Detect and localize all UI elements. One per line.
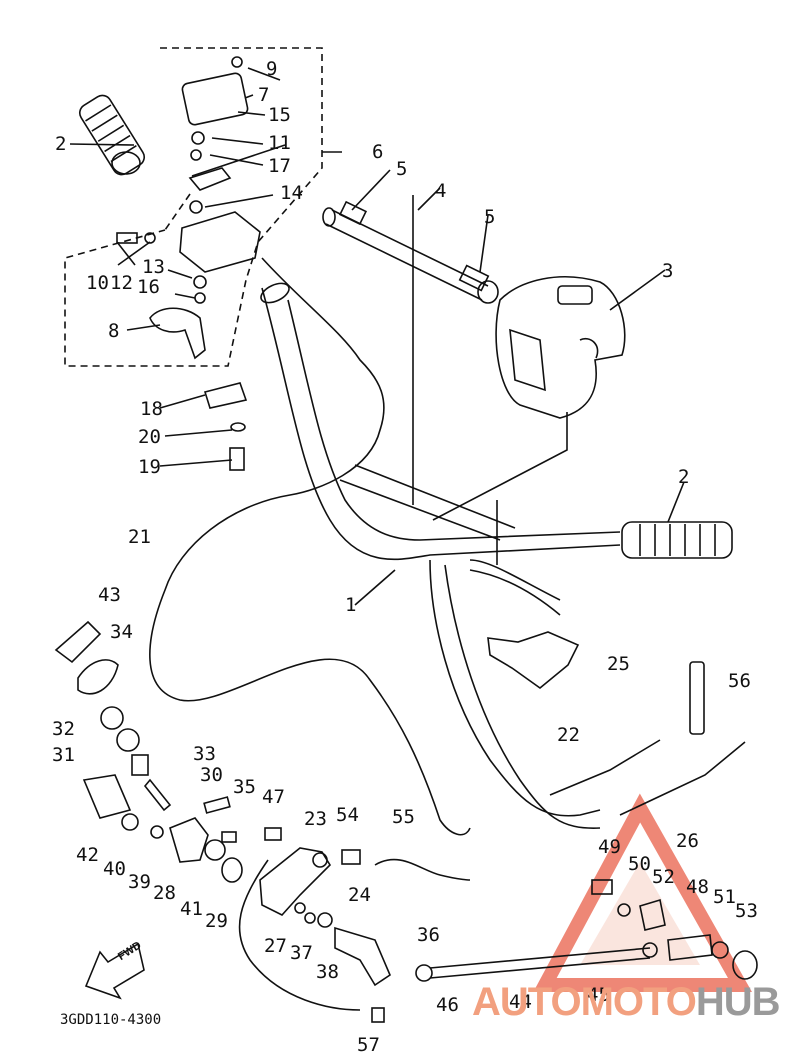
throttle-tube: [322, 200, 499, 304]
brake-cable-a: [429, 559, 601, 817]
master-cylinder-42: [82, 774, 132, 819]
callout-38: 38: [316, 961, 339, 983]
callout-26: 26: [676, 830, 699, 852]
callout-49: 49: [598, 836, 621, 858]
callout-19: 19: [138, 456, 161, 478]
brake-cable-b: [444, 564, 601, 829]
callout-1: 1: [345, 594, 357, 616]
rod-44: [429, 947, 651, 979]
shaft-36: [334, 926, 391, 987]
cable-22: [549, 739, 661, 796]
callout-24: 24: [348, 884, 371, 906]
switch-body: [179, 211, 261, 273]
callout-53: 53: [735, 900, 758, 922]
callout-57: 57: [357, 1034, 380, 1056]
callout-47: 47: [262, 786, 285, 808]
brake-switch: [487, 631, 580, 690]
callout-3: 3: [662, 260, 674, 282]
callout-15: 15: [268, 104, 291, 126]
callout-11: 11: [268, 132, 291, 154]
callout-45: 45: [587, 984, 610, 1006]
callout-46: 46: [436, 994, 459, 1016]
watermark-part-2: MOTO: [580, 980, 697, 1024]
callout-42: 42: [76, 844, 99, 866]
cable-26: [619, 741, 746, 816]
callout-2-right: 2: [678, 466, 690, 488]
callout-25: 25: [607, 653, 630, 675]
callout-36: 36: [417, 924, 440, 946]
callout-30: 30: [200, 764, 223, 786]
callout-50: 50: [628, 853, 651, 875]
callout-2-left: 2: [55, 133, 67, 155]
handlebar-cross-1: [339, 479, 501, 541]
callout-12: 12: [110, 272, 133, 294]
callout-35: 35: [233, 776, 256, 798]
callout-44: 44: [509, 991, 532, 1013]
callout-43: 43: [98, 584, 121, 606]
callout-5-left: 5: [396, 158, 408, 180]
watermark-part-3: HUB: [695, 980, 781, 1024]
callout-14: 14: [280, 182, 303, 204]
switch-cover: [181, 72, 249, 126]
cap-34: [77, 659, 119, 695]
callout-10: 10: [86, 272, 109, 294]
callout-6: 6: [372, 141, 384, 163]
lever-27: [259, 847, 332, 916]
callout-32: 32: [52, 718, 75, 740]
banjo-28: [169, 817, 209, 863]
callout-7: 7: [258, 84, 270, 106]
part-code: 3GDD110-4300: [60, 1012, 162, 1028]
watermark-part-1: AUTO: [472, 980, 582, 1024]
callout-5-right: 5: [484, 206, 496, 228]
callout-39: 39: [128, 871, 151, 893]
callout-55: 55: [392, 806, 415, 828]
callout-21: 21: [128, 526, 151, 548]
callout-16: 16: [137, 276, 160, 298]
callout-27: 27: [264, 935, 287, 957]
callout-48: 48: [686, 876, 709, 898]
choke-lever: [149, 307, 206, 360]
handlebar-lower: [287, 299, 621, 541]
callout-13: 13: [142, 256, 165, 278]
callout-20: 20: [138, 426, 161, 448]
callout-51: 51: [713, 886, 736, 908]
callout-37: 37: [290, 942, 313, 964]
callout-23: 23: [304, 808, 327, 830]
callout-9: 9: [266, 58, 278, 80]
callout-40: 40: [103, 858, 126, 880]
right-grip: [621, 521, 733, 559]
throttle-housing: [495, 276, 626, 419]
watermark-text: AUTOMOTOHUB: [472, 980, 781, 1025]
callout-56: 56: [728, 670, 751, 692]
callout-29: 29: [205, 910, 228, 932]
cable-29-lower: [238, 859, 361, 1011]
callout-22: 22: [557, 724, 580, 746]
handlebar-cross-2: [354, 464, 516, 529]
callout-28: 28: [153, 882, 176, 904]
callout-34: 34: [110, 621, 133, 643]
callout-18: 18: [140, 398, 163, 420]
callout-17: 17: [268, 155, 291, 177]
handlebar-end-left: [260, 282, 290, 304]
callout-8: 8: [108, 320, 120, 342]
cable-55: [374, 858, 471, 881]
cable-ends: [469, 559, 561, 616]
callout-4: 4: [435, 180, 447, 202]
callout-52: 52: [652, 866, 675, 888]
fwd-arrow: [84, 942, 145, 1000]
callout-54: 54: [336, 804, 359, 826]
callout-31: 31: [52, 744, 75, 766]
callout-33: 33: [193, 743, 216, 765]
callout-41: 41: [180, 898, 203, 920]
cap-43: [54, 620, 102, 664]
clutch-cable: [149, 257, 471, 836]
handlebar-upper: [261, 287, 621, 561]
